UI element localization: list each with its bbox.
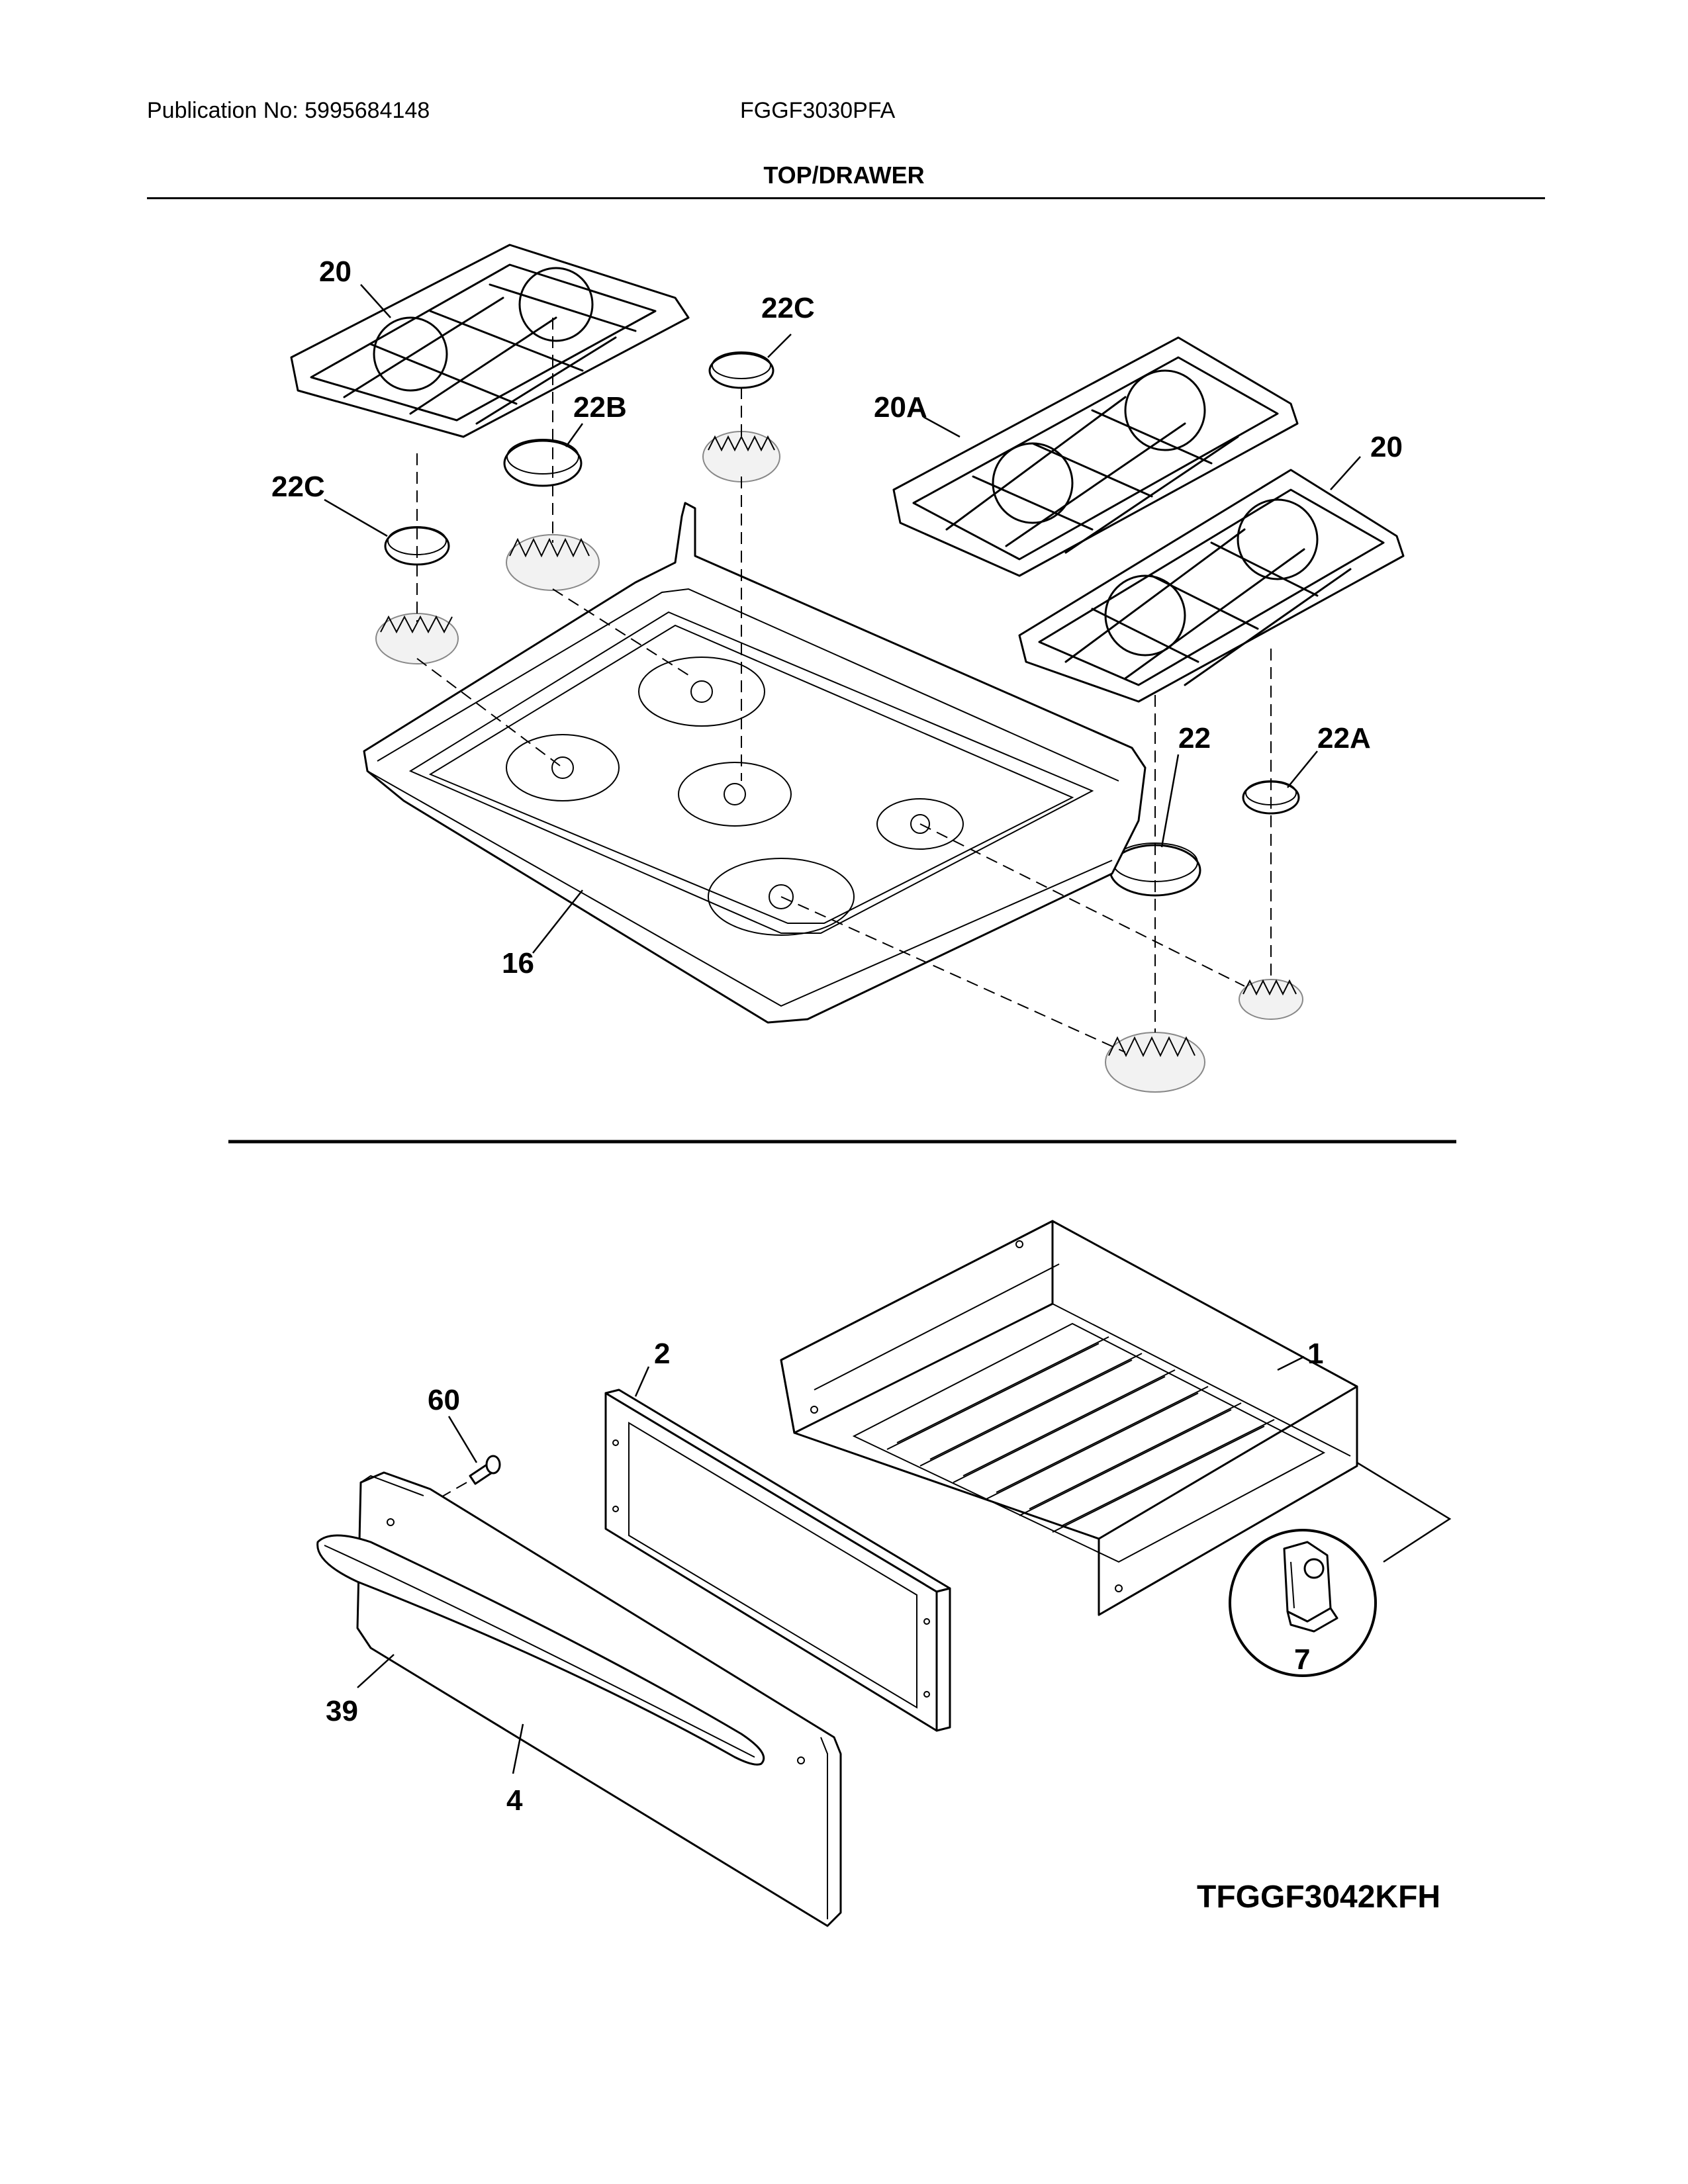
callout-cap-22: 22 (1178, 722, 1211, 754)
callout-cap-22c-top: 22C (761, 292, 815, 324)
header-divider (147, 197, 1545, 199)
screw (469, 1455, 501, 1485)
cooktop (363, 502, 1147, 1024)
cap-22c-top (708, 351, 774, 389)
leaders-bottom (357, 1355, 1452, 1774)
callout-grate-left: 20 (319, 255, 352, 288)
callout-cooktop: 16 (502, 947, 534, 979)
callout-cap-22b: 22B (573, 391, 627, 424)
model-number: FGGF3030PFA (740, 98, 896, 123)
drawer-panel (604, 1388, 951, 1732)
roller-detail (1229, 1529, 1377, 1677)
drawer-front (356, 1471, 842, 1927)
burner-head-4 (1239, 979, 1303, 1020)
callout-grate-center: 20A (874, 391, 927, 424)
callout-drawer-panel: 2 (654, 1338, 670, 1370)
section-title: TOP/DRAWER (763, 161, 925, 189)
grate-center (892, 336, 1299, 577)
drawer-handle (316, 1534, 765, 1766)
callout-cap-22c-left: 22C (271, 471, 325, 503)
cap-22b (503, 439, 583, 487)
grate-left (290, 244, 690, 438)
burner-head-1 (702, 431, 780, 482)
publication-number: Publication No: 5995684148 (147, 98, 430, 123)
callout-screw: 60 (428, 1384, 460, 1416)
callout-handle: 39 (326, 1695, 358, 1727)
diagram-reference-code: TFGGF3042KFH (1197, 1880, 1440, 1915)
callout-cap-22a: 22A (1317, 722, 1371, 754)
callout-grate-right: 20 (1370, 431, 1403, 463)
drawer-body (780, 1220, 1358, 1616)
callout-drawer-front: 4 (506, 1784, 523, 1817)
alignment-lines-top (416, 318, 1272, 1053)
burner-head-2 (506, 534, 600, 591)
callout-drawer-body: 1 (1307, 1338, 1323, 1370)
burner-head-5 (1105, 1032, 1205, 1093)
leaders-top (324, 284, 1361, 954)
grate-right (1018, 469, 1405, 703)
callout-roller: 7 (1294, 1643, 1310, 1676)
